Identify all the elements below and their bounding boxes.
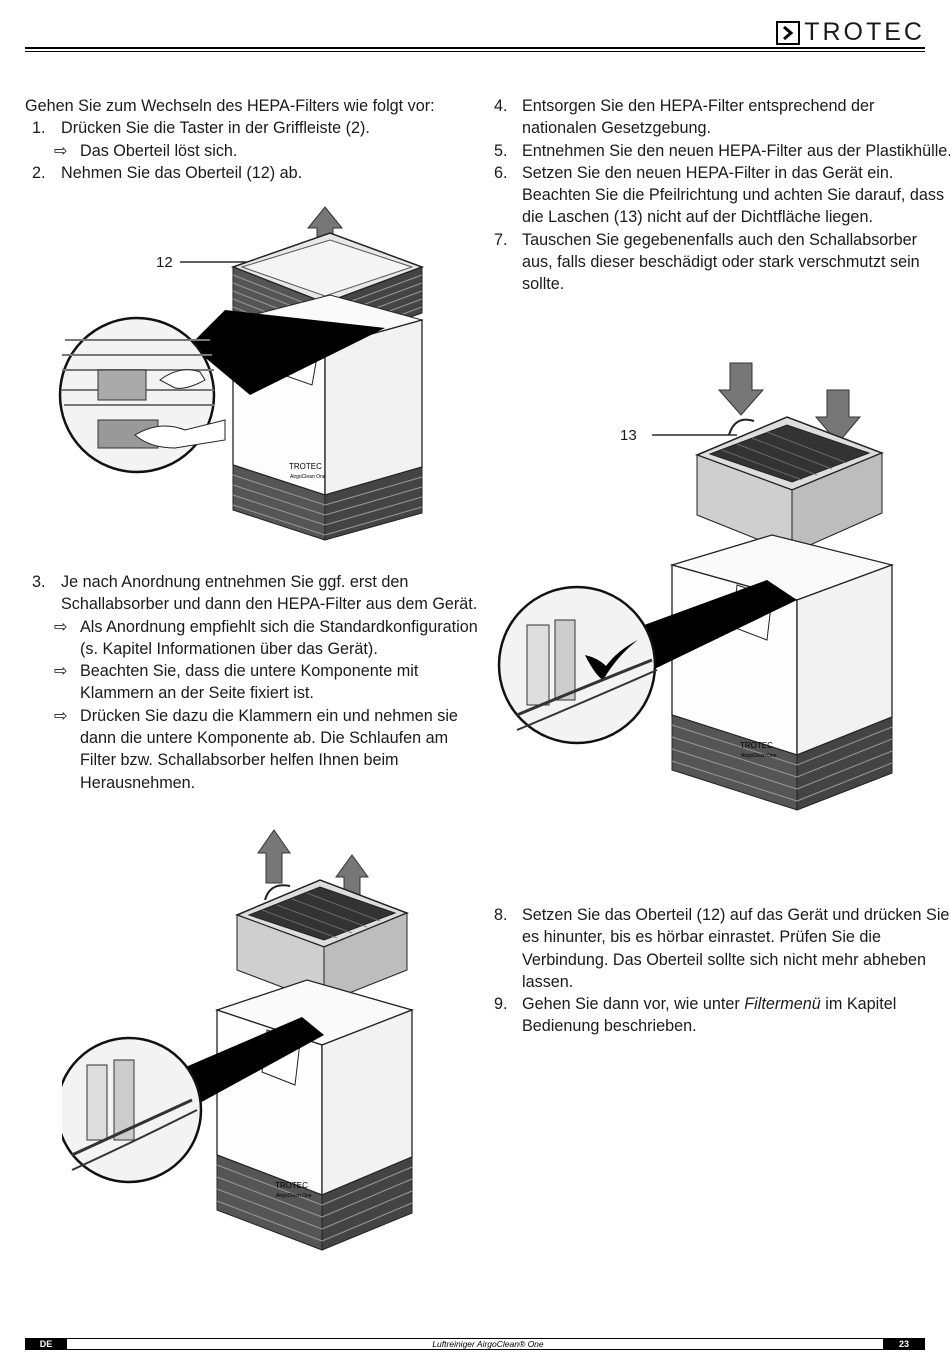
result-arrow-icon: ⇨ bbox=[54, 617, 68, 636]
device-brand: TROTEC bbox=[740, 741, 773, 750]
right-text-block-1: 4. Entsorgen Sie den HEPA-Filter entsprec… bbox=[494, 95, 950, 296]
device-model: AirgoClean One bbox=[741, 753, 777, 759]
step-text: nationalen Gesetzgebung. bbox=[522, 119, 712, 138]
result-text: Das Oberteil löst sich. bbox=[80, 141, 238, 160]
result-text: Klammern an der Seite fixiert ist. bbox=[80, 684, 314, 703]
step-number: 2. bbox=[32, 163, 46, 182]
step-text: Setzen Sie den neuen HEPA-Filter in das … bbox=[522, 163, 894, 182]
result-arrow-icon: ⇨ bbox=[54, 706, 68, 725]
result-text: Beachten Sie, dass die untere Komponente… bbox=[80, 662, 419, 681]
brand-logo: TROTEC bbox=[776, 18, 925, 47]
callout-label-12: 12 bbox=[156, 254, 173, 271]
step-number: 8. bbox=[494, 906, 508, 924]
footer-title: Luftreiniger AirgoClean® One bbox=[67, 1338, 909, 1350]
step-text: Drücken Sie die Taster in der Griffleist… bbox=[61, 119, 370, 138]
logo-chevron-icon bbox=[776, 20, 801, 45]
callout-label-13: 13 bbox=[620, 427, 637, 444]
step-text: Bedienung beschrieben. bbox=[522, 1017, 697, 1036]
step-text: Gehen Sie dann vor, wie unter bbox=[522, 995, 745, 1014]
figure-remove-top: TROTEC AirgoClean One bbox=[58, 206, 425, 541]
figure-insert-filter: TROTEC AirgoClean One bbox=[497, 362, 895, 811]
step-number: 5. bbox=[494, 141, 508, 160]
result-text: Drücken Sie dazu die Klammern ein und ne… bbox=[80, 706, 458, 725]
figure-remove-filters: TROTEC AirgoClean One bbox=[62, 829, 415, 1251]
step-number: 7. bbox=[494, 230, 508, 249]
step-text: Beachten Sie die Pfeilrichtung und achte… bbox=[522, 186, 945, 205]
step-text: Entsorgen Sie den HEPA-Filter entspreche… bbox=[522, 97, 875, 115]
step-text: Je nach Anordnung entnehmen Sie ggf. ers… bbox=[61, 573, 409, 591]
step-number: 1. bbox=[32, 119, 46, 138]
step-text: Nehmen Sie das Oberteil (12) ab. bbox=[61, 163, 303, 182]
device-model: AirgoClean One bbox=[276, 1193, 312, 1199]
result-arrow-icon: ⇨ bbox=[54, 141, 68, 160]
step-text: es hinunter, bis es hörbar einrastet. Pr… bbox=[522, 928, 882, 947]
step-number: 9. bbox=[494, 995, 508, 1014]
device-brand: TROTEC bbox=[275, 1181, 308, 1190]
footer-language: DE bbox=[25, 1338, 67, 1350]
logo-text: TROTEC bbox=[804, 18, 925, 46]
step-text: aus, falls dieser beschädigt oder stark … bbox=[522, 253, 920, 272]
step-text: Schallabsorber und dann den HEPA-Filter … bbox=[61, 595, 478, 614]
device-model: AirgoClean One bbox=[290, 474, 326, 480]
right-text-block-2: 8. Setzen Sie das Oberteil (12) auf das G… bbox=[494, 904, 949, 1038]
step-text: Tauschen Sie gegebenenfalls auch den Sch… bbox=[522, 230, 918, 249]
step-text: Setzen Sie das Oberteil (12) auf das Ger… bbox=[522, 906, 950, 924]
step-text: sollte. bbox=[522, 275, 565, 294]
step-text: im Kapitel bbox=[820, 995, 897, 1014]
step-number: 3. bbox=[32, 573, 46, 591]
step-text: Verbindung. Das Oberteil sollte sich nic… bbox=[522, 950, 927, 969]
step-number: 6. bbox=[494, 163, 508, 182]
header-rule-thin bbox=[25, 51, 925, 52]
chapter-reference: Filtermenü bbox=[744, 995, 821, 1014]
result-text: Herausnehmen. bbox=[80, 773, 196, 792]
result-arrow-icon: ⇨ bbox=[54, 662, 68, 681]
footer-page-number: 23 bbox=[883, 1338, 925, 1350]
page-footer: DE Luftreiniger AirgoClean® One 23 bbox=[25, 1338, 925, 1350]
step-number: 4. bbox=[494, 97, 508, 115]
step-text: Entnehmen Sie den neuen HEPA-Filter aus … bbox=[522, 141, 950, 160]
left-text-block-1: Gehen Sie zum Wechseln des HEPA-Filters … bbox=[25, 95, 465, 184]
result-text: dann die untere Komponente ab. Die Schla… bbox=[80, 729, 449, 748]
result-text: (s. Kapitel Informationen über das Gerät… bbox=[80, 639, 378, 658]
device-brand: TROTEC bbox=[289, 462, 322, 471]
header-rule bbox=[25, 47, 925, 49]
result-text: Filter bzw. Schallabsorber helfen Ihnen … bbox=[80, 751, 399, 770]
left-text-block-2: 3. Je nach Anordnung entnehmen Sie ggf. e… bbox=[25, 571, 478, 794]
step-text: die Laschen (13) nicht auf der Dichtfläc… bbox=[522, 208, 873, 227]
intro-text: Gehen Sie zum Wechseln des HEPA-Filters … bbox=[25, 97, 435, 115]
step-text: lassen. bbox=[522, 972, 574, 991]
result-text: Als Anordnung empfiehlt sich die Standar… bbox=[80, 617, 478, 636]
